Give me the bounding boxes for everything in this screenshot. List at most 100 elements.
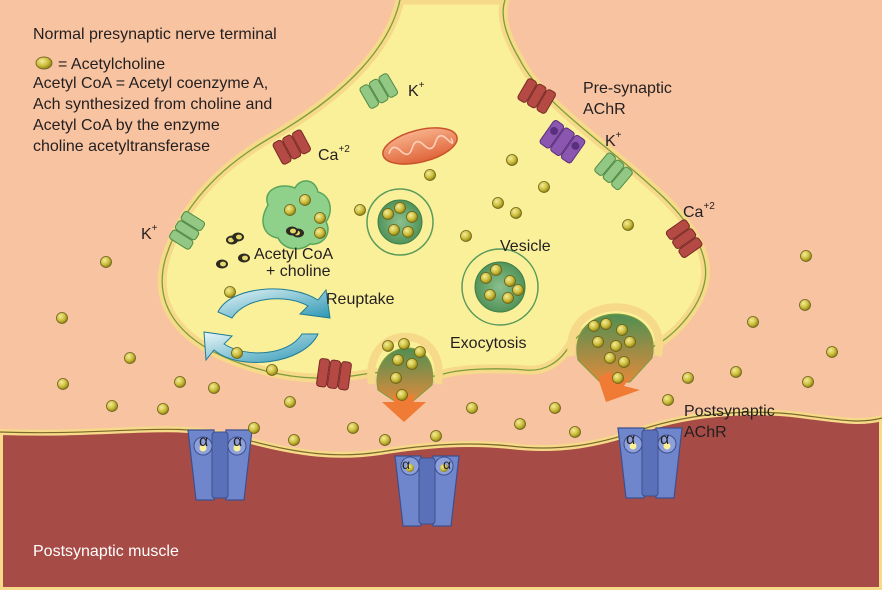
acetylcholine-molecule <box>314 212 326 224</box>
acetylcholine-molecule <box>682 372 694 384</box>
acetylcholine-molecule <box>484 289 496 301</box>
acetylcholine-molecule <box>396 389 408 401</box>
ca-channel-top <box>272 129 311 165</box>
acetylcholine-molecule <box>288 434 300 446</box>
release-arrow-1 <box>382 395 426 422</box>
vesicle-label: Vesicle <box>500 238 551 255</box>
acetylcholine-molecule <box>124 352 136 364</box>
legend-acetyl-coa-line3: Acetyl CoA by the enzyme <box>33 117 220 134</box>
k-channel-top <box>359 73 398 109</box>
acetylcholine-molecule <box>406 358 418 370</box>
acetylcholine-molecule <box>398 338 410 350</box>
acetylcholine-molecule <box>592 336 604 348</box>
ca-channel-presynaptic <box>517 78 556 114</box>
alpha-label: α <box>233 433 243 450</box>
acetylcholine-molecule <box>506 154 518 166</box>
postsynaptic-achr-1 <box>187 429 253 501</box>
acetylcholine-molecule <box>538 181 550 193</box>
postsynaptic-achr-3 <box>617 427 683 499</box>
acetylcholine-molecule <box>402 226 414 238</box>
ca-channel-bottom <box>316 358 352 391</box>
acetylcholine-molecule <box>284 204 296 216</box>
acetylcholine-molecule <box>392 354 404 366</box>
acetylcholine-molecule <box>100 256 112 268</box>
postsynaptic-achr-label-2: AChR <box>684 424 727 441</box>
acetylcholine-molecule <box>347 422 359 434</box>
choline-label: + choline <box>266 263 331 280</box>
exocytosis-vesicle-1 <box>367 332 443 403</box>
acetylcholine-molecule <box>57 378 69 390</box>
acetylcholine-molecule <box>492 197 504 209</box>
acetylcholine-molecule <box>248 422 260 434</box>
k-channel-right <box>594 152 633 191</box>
acetylcholine-molecule <box>379 434 391 446</box>
acetylcholine-molecule <box>460 230 472 242</box>
acetylcholine-molecule <box>588 320 600 332</box>
acetylcholine-molecule <box>622 219 634 231</box>
presynaptic-achr-label-2: AChR <box>583 101 626 118</box>
acetylcholine-molecule <box>799 299 811 311</box>
k-label-top: K+ <box>408 79 425 100</box>
acetylcholine-molecule <box>382 340 394 352</box>
reuptake-label: Reuptake <box>326 291 395 308</box>
acetylcholine-molecule <box>354 204 366 216</box>
acetylcholine-molecule <box>610 340 622 352</box>
postsynaptic-achr-2 <box>394 455 460 527</box>
acetylcholine-molecule <box>224 286 236 298</box>
alpha-label: α <box>660 431 670 448</box>
legend-acetyl-coa-line1: Acetyl CoA = Acetyl coenzyme A, <box>33 75 269 92</box>
alpha-label: α <box>626 431 636 448</box>
acetylcholine-molecule <box>604 352 616 364</box>
acetylcholine-molecules <box>56 154 838 446</box>
k-channel-left <box>169 211 206 250</box>
exocytosis-label: Exocytosis <box>450 335 527 352</box>
alpha-label: α <box>443 456 452 472</box>
acetylcholine-molecule <box>624 336 636 348</box>
k-label-left: K+ <box>141 222 158 243</box>
acetylcholine-molecule <box>600 318 612 330</box>
acetylcholine-molecule <box>504 275 516 287</box>
acetylcholine-molecule <box>157 403 169 415</box>
acetylcholine-molecule <box>549 402 561 414</box>
acetylcholine-molecule <box>502 292 514 304</box>
legend-acetylcholine: = Acetylcholine <box>58 56 166 73</box>
acetylcholine-molecule <box>618 356 630 368</box>
acetylcholine-molecule <box>569 426 581 438</box>
acetylcholine-legend-icon <box>35 56 53 70</box>
acetylcholine-molecule <box>406 211 418 223</box>
ca-label-top: Ca+2 <box>318 143 350 164</box>
alpha-label: α <box>402 456 411 472</box>
alpha-label: α <box>199 433 209 450</box>
acetylcholine-molecule <box>284 396 296 408</box>
acetylcholine-molecule <box>512 284 524 296</box>
legend-title: Normal presynaptic nerve terminal <box>33 26 277 43</box>
acetylcholine-molecule <box>388 224 400 236</box>
acetylcholine-molecule <box>480 272 492 284</box>
acetylcholine-molecule <box>612 372 624 384</box>
acetylcholine-molecule <box>231 347 243 359</box>
presynaptic-achr <box>539 120 586 164</box>
acetylcholine-molecule <box>730 366 742 378</box>
ca-label-right: Ca+2 <box>683 200 715 221</box>
mitochondrion <box>382 127 458 165</box>
acetylcholine-molecule <box>430 430 442 442</box>
acetylcholine-molecule <box>174 376 186 388</box>
acetylcholine-molecule <box>106 400 118 412</box>
acetylcholine-molecule <box>466 402 478 414</box>
acetylcholine-molecule <box>510 207 522 219</box>
acetylcholine-molecule <box>382 208 394 220</box>
acetylcholine-molecule <box>390 372 402 384</box>
acetylcholine-molecule <box>514 418 526 430</box>
enzyme-blob <box>262 180 331 250</box>
acetylcholine-molecule <box>299 194 311 206</box>
acetylcholine-molecule <box>802 376 814 388</box>
acetylcholine-molecule <box>266 364 278 376</box>
release-arrow-2 <box>598 372 640 402</box>
acetylcholine-molecule <box>394 202 406 214</box>
acetylcholine-molecule <box>826 346 838 358</box>
acetylcholine-molecule <box>490 264 502 276</box>
acetylcholine-molecule <box>414 346 426 358</box>
k-label-right: K+ <box>605 129 622 150</box>
